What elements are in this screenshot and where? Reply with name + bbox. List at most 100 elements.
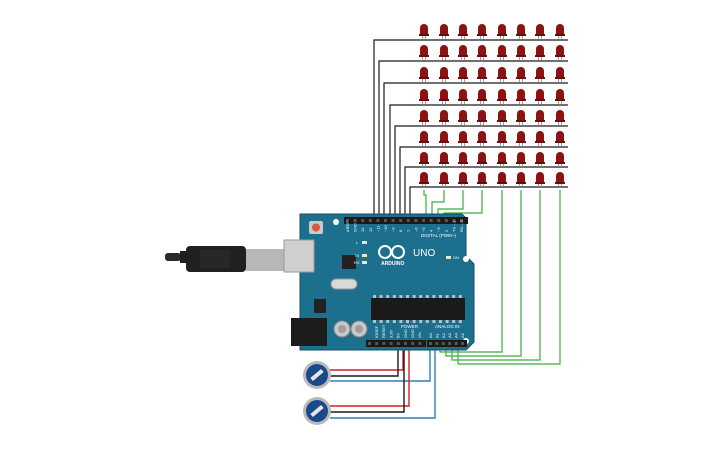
digital-pin-label: 8 bbox=[398, 229, 403, 232]
led bbox=[439, 67, 449, 82]
led bbox=[535, 45, 545, 60]
led bbox=[419, 110, 429, 125]
usb-cable[interactable] bbox=[165, 246, 300, 272]
brand-label: ARDUINO bbox=[381, 261, 404, 267]
model-label: UNO bbox=[413, 248, 435, 259]
led bbox=[516, 89, 526, 104]
led bbox=[458, 67, 468, 82]
power-jack bbox=[291, 318, 327, 346]
led bbox=[555, 172, 565, 187]
led bbox=[458, 89, 468, 104]
digital-pin-label: ~9 bbox=[391, 227, 396, 232]
digital-pin-label: 2 bbox=[444, 229, 449, 232]
digital-pin-label: 12 bbox=[368, 227, 373, 232]
led bbox=[535, 67, 545, 82]
potentiometer-2[interactable] bbox=[303, 397, 331, 425]
led bbox=[458, 24, 468, 39]
row-wire bbox=[399, 146, 568, 220]
led bbox=[516, 67, 526, 82]
power-pin-label: Vin bbox=[417, 332, 422, 338]
led bbox=[516, 131, 526, 146]
led bbox=[555, 89, 565, 104]
row-wire bbox=[383, 82, 568, 220]
led bbox=[419, 24, 429, 39]
led bbox=[497, 152, 507, 167]
label-on: ON bbox=[453, 255, 459, 260]
led bbox=[516, 152, 526, 167]
crystal bbox=[330, 278, 358, 290]
status-leds: L TX RX ON bbox=[354, 240, 459, 265]
analog-pin-label: A0 bbox=[428, 332, 433, 338]
pot-wire bbox=[330, 347, 410, 407]
led bbox=[477, 67, 487, 82]
analog-header-label: ANALOG IN bbox=[435, 324, 460, 329]
row-wire bbox=[394, 125, 568, 220]
led bbox=[516, 110, 526, 125]
led bbox=[535, 110, 545, 125]
led bbox=[555, 45, 565, 60]
led bbox=[516, 45, 526, 60]
digital-pin-label: 13 bbox=[360, 227, 365, 232]
led bbox=[419, 45, 429, 60]
analog-pin-label: A1 bbox=[434, 332, 439, 338]
pot-wire bbox=[330, 347, 399, 377]
usb-port bbox=[283, 239, 315, 273]
led bbox=[439, 24, 449, 39]
led bbox=[497, 45, 507, 60]
led bbox=[458, 110, 468, 125]
column-wire bbox=[457, 190, 561, 365]
power-pin-label: 5V bbox=[396, 333, 401, 338]
led bbox=[555, 67, 565, 82]
pot-wire bbox=[330, 347, 405, 413]
led bbox=[535, 131, 545, 146]
led bbox=[555, 24, 565, 39]
led bbox=[458, 172, 468, 187]
pot-wire bbox=[330, 347, 436, 419]
led bbox=[458, 152, 468, 167]
potentiometer-1[interactable] bbox=[303, 361, 331, 389]
led bbox=[535, 24, 545, 39]
digital-pin-label: ~6 bbox=[413, 227, 418, 232]
power-pin-label: 3.3V bbox=[388, 329, 393, 338]
led bbox=[458, 45, 468, 60]
led bbox=[439, 172, 449, 187]
analog-pin-label: A3 bbox=[447, 332, 452, 338]
analog-pin-label: A5 bbox=[460, 332, 465, 338]
capacitors bbox=[333, 320, 368, 338]
led bbox=[497, 110, 507, 125]
column-wire bbox=[451, 190, 541, 361]
led bbox=[497, 131, 507, 146]
digital-pin-label: 4 bbox=[429, 229, 434, 232]
digital-pin-label: GND bbox=[353, 223, 358, 232]
led bbox=[477, 110, 487, 125]
analog-pin-label: A4 bbox=[454, 332, 459, 338]
usb-chip bbox=[342, 255, 356, 269]
led bbox=[535, 152, 545, 167]
voltage-regulator bbox=[314, 299, 326, 313]
row-wire bbox=[409, 186, 568, 220]
row-wires bbox=[373, 39, 568, 220]
arduino-logo: ARDUINO UNO bbox=[378, 245, 435, 267]
led bbox=[439, 110, 449, 125]
led bbox=[497, 67, 507, 82]
led bbox=[477, 24, 487, 39]
row-wire bbox=[378, 60, 568, 220]
pot-wire bbox=[330, 347, 404, 371]
column-wire bbox=[445, 190, 522, 357]
digital-pin-label: 7 bbox=[406, 229, 411, 232]
digital-pin-label: RX←0 bbox=[459, 219, 464, 232]
label-rx: RX bbox=[354, 260, 360, 265]
pot-wire bbox=[330, 347, 431, 382]
digital-pin-label: ~10 bbox=[383, 224, 388, 232]
analog-pin-label: A2 bbox=[441, 332, 446, 338]
reset-button[interactable] bbox=[309, 221, 323, 234]
led bbox=[497, 24, 507, 39]
led bbox=[419, 172, 429, 187]
led bbox=[439, 45, 449, 60]
row-wire bbox=[373, 39, 568, 220]
